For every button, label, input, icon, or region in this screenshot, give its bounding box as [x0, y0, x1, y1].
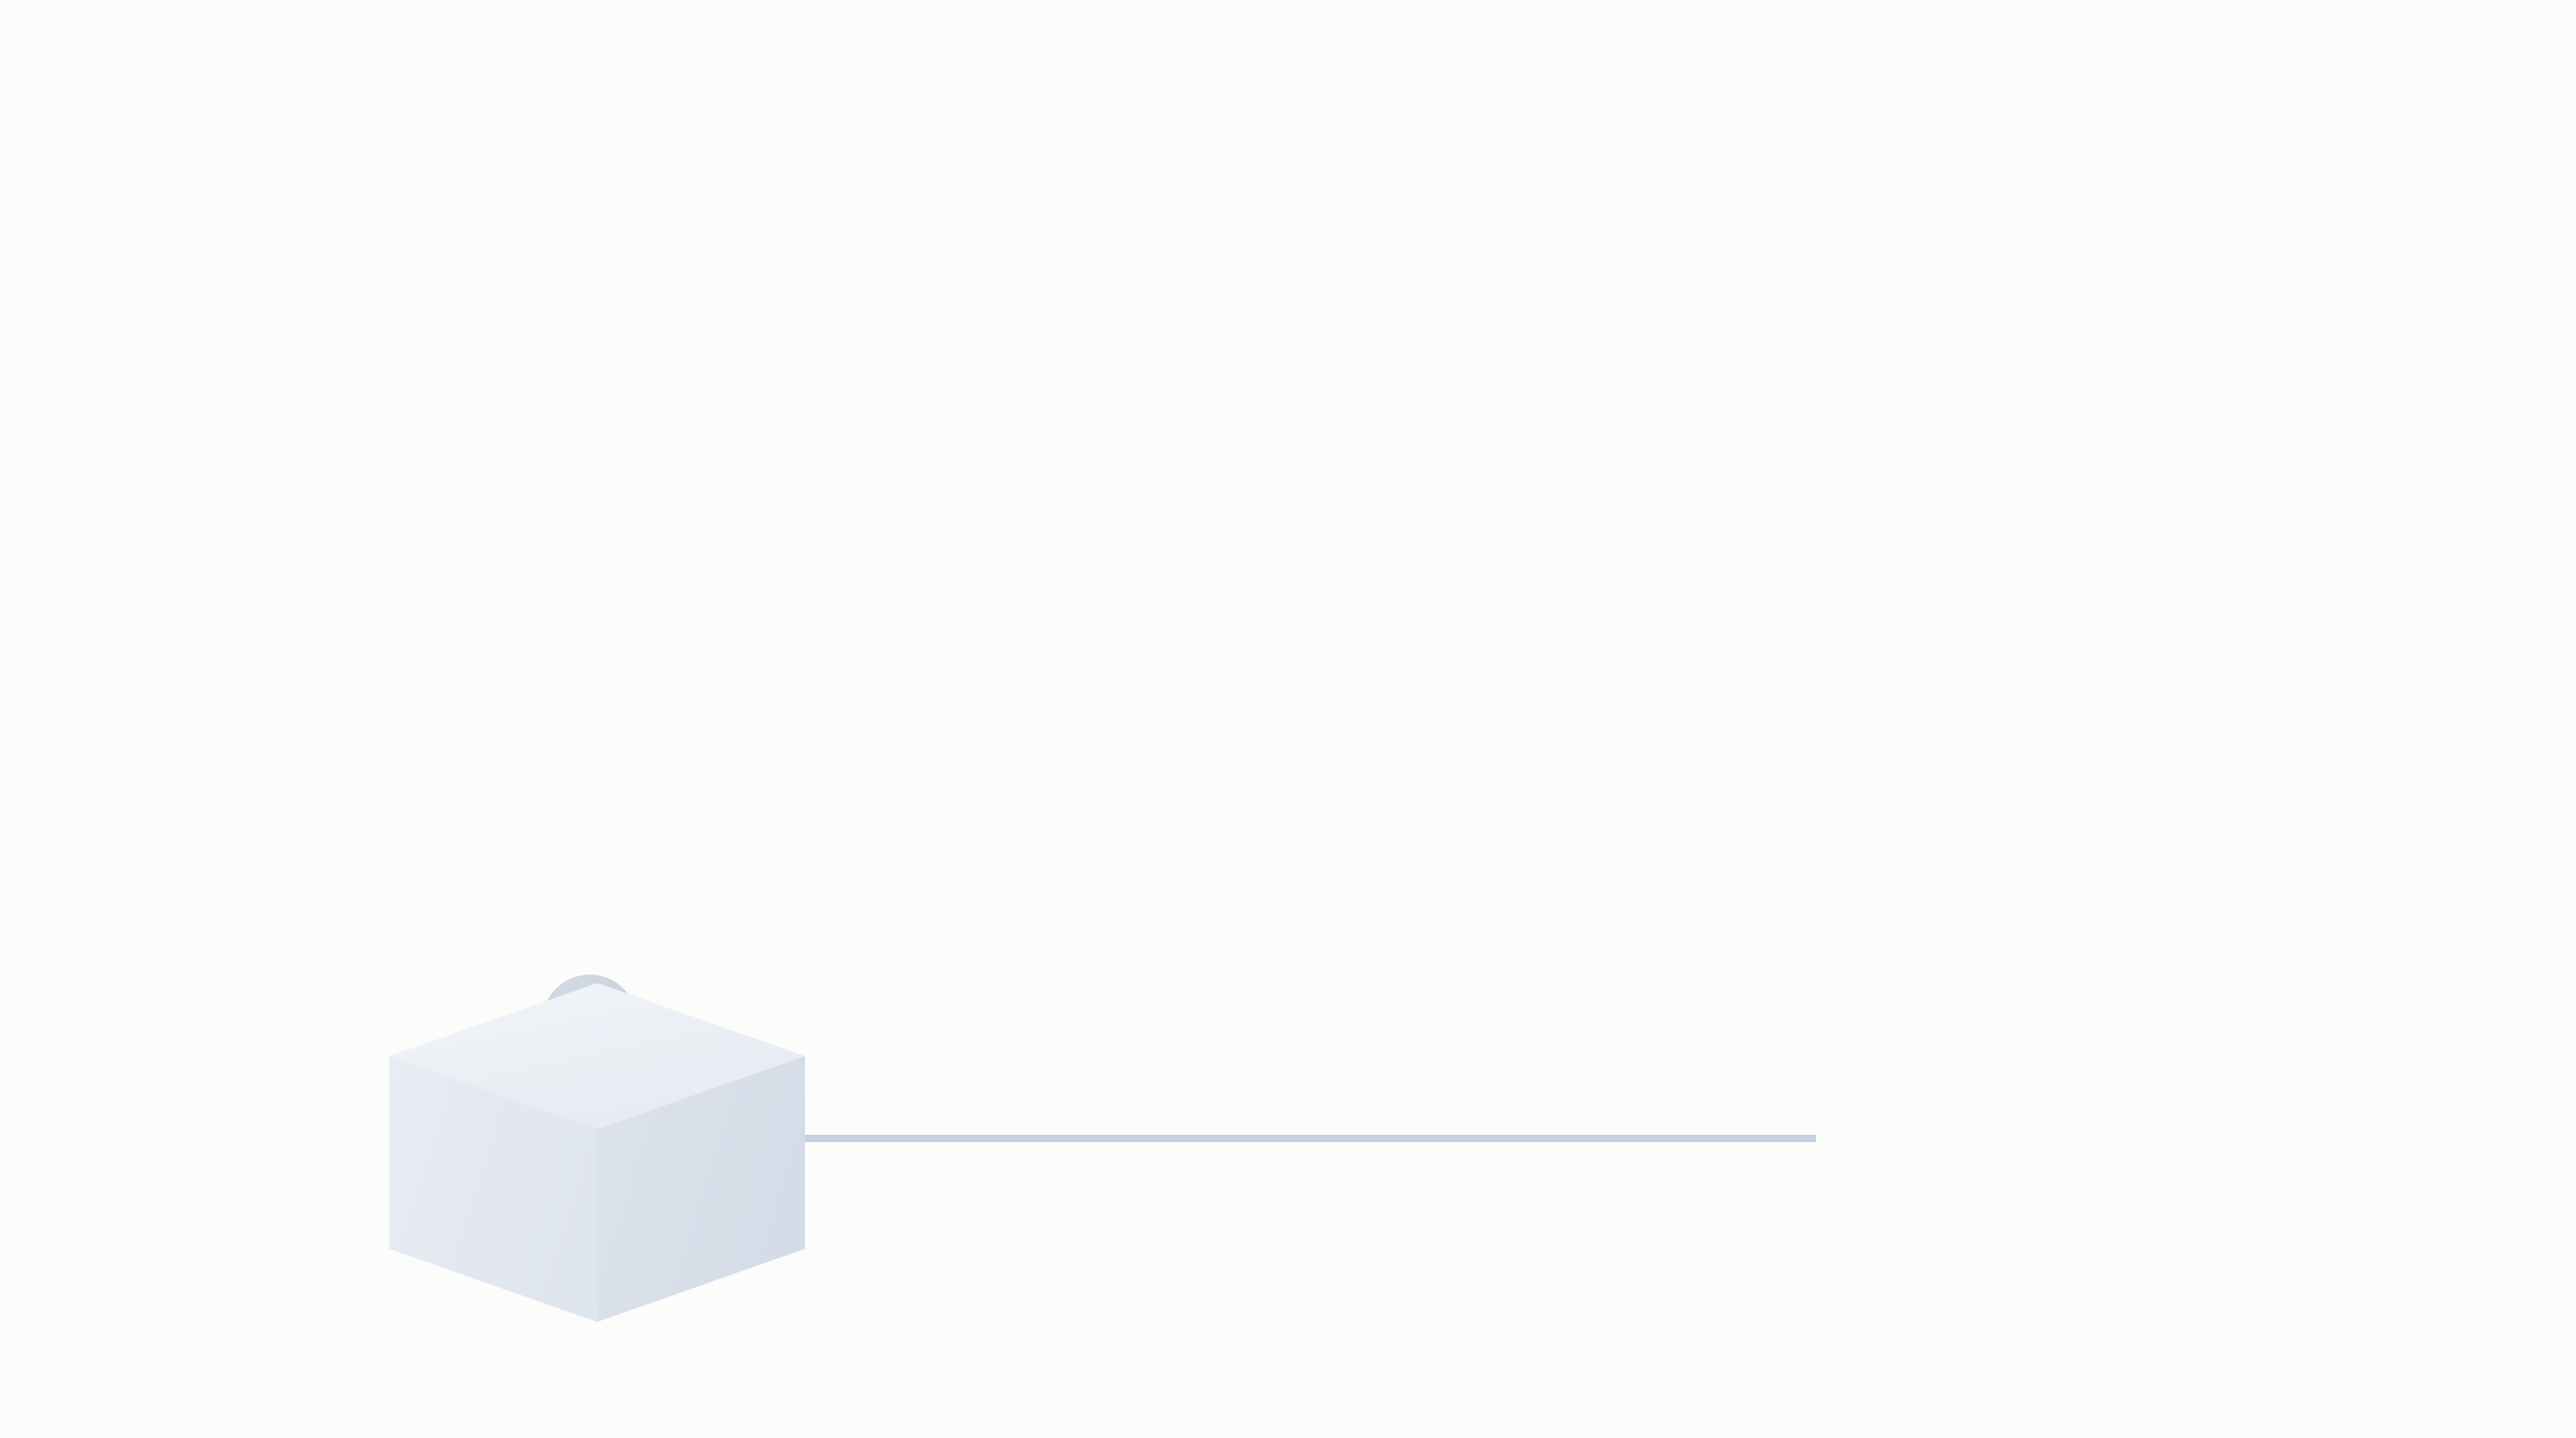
progression-connector [805, 1135, 1816, 1142]
cube-left-face [389, 1056, 597, 1322]
cube-baseline[interactable] [389, 983, 805, 1322]
cube-right-face [597, 1056, 805, 1322]
stage-1-group[interactable] [389, 975, 805, 1322]
